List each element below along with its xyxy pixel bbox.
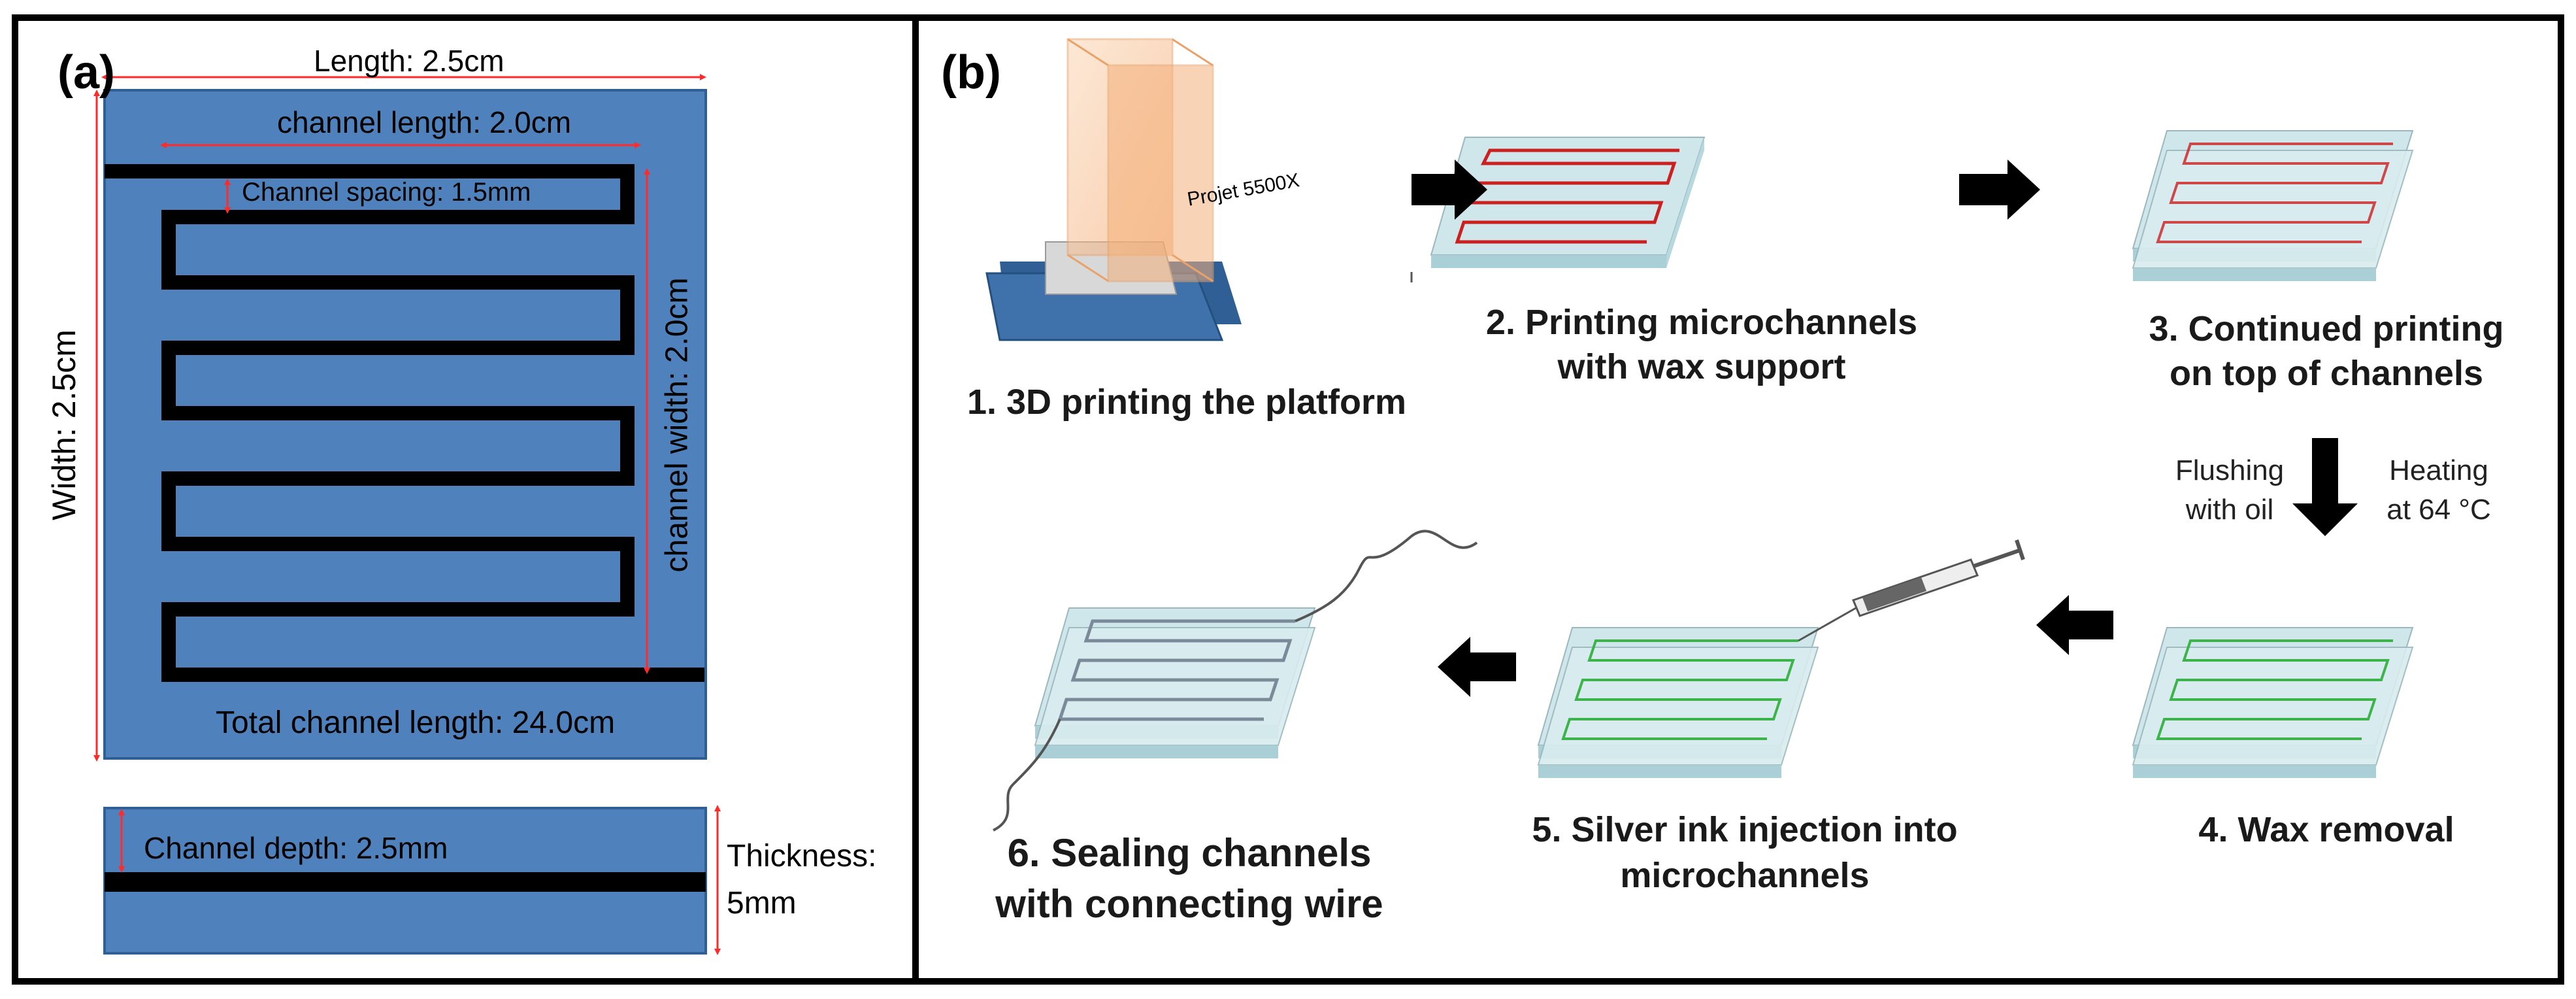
connecting-wire — [993, 719, 1061, 832]
step5-caption-line1: 5. Silver ink injection into — [1532, 810, 1958, 849]
slab-step4 — [2132, 627, 2414, 778]
width-label: Width: 2.5cm — [46, 330, 82, 520]
step5-caption-line2: microchannels — [1620, 856, 1870, 895]
panel-b-drawing — [985, 38, 2414, 832]
panel-b-label: (b) — [941, 46, 1001, 99]
slab-step3 — [2132, 130, 2414, 281]
slab-step6 — [993, 530, 1478, 832]
step2-caption-line1: 2. Printing microchannels — [1485, 303, 1918, 342]
heating-label-line1: Heating — [2389, 454, 2488, 486]
panel-a-label: (a) — [58, 46, 115, 99]
length-label: Length: 2.5cm — [314, 44, 504, 78]
arrow-step2-to-3 — [1959, 160, 2040, 220]
channel-spacing-label: Channel spacing: 1.5mm — [242, 178, 531, 207]
slab-step5 — [1537, 539, 2025, 778]
printer-illustration — [985, 38, 1242, 341]
connecting-wire — [1295, 530, 1478, 622]
channel-depth-label: Channel depth: 2.5mm — [144, 831, 448, 865]
thickness-label-line1: Thickness: — [727, 839, 877, 873]
flushing-label-line1: Flushing — [2175, 454, 2285, 486]
total-channel-length-label: Total channel length: 24.0cm — [216, 705, 616, 740]
channel-width-label: channel width: 2.0cm — [659, 277, 695, 573]
step4-caption: 4. Wax removal — [2198, 810, 2454, 849]
step6-caption-line1: 6. Sealing channels — [1007, 831, 1372, 875]
step1-caption: 1. 3D printing the platform — [966, 382, 1407, 422]
arrow-step1-to-2 — [1412, 160, 1487, 220]
cross-section-channel — [105, 872, 706, 892]
step2-caption-line2: with wax support — [1557, 347, 1846, 386]
serpentine-channel — [105, 164, 704, 682]
arrow-step5-to-6 — [1438, 637, 1516, 697]
arrow-step4-to-5 — [2036, 595, 2113, 655]
step3-caption-line2: on top of channels — [2170, 354, 2483, 393]
step6-caption-line2: with connecting wire — [995, 882, 1383, 926]
thickness-label-line2: 5mm — [727, 886, 797, 921]
syringe-icon — [1798, 539, 2025, 642]
flushing-label-line2: with oil — [2185, 494, 2274, 526]
arrow-step3-to-4 — [2292, 438, 2358, 536]
channel-length-label: channel length: 2.0cm — [277, 105, 572, 139]
step3-caption-line1: 3. Continued printing — [2149, 309, 2504, 348]
panel-a-drawing — [93, 74, 721, 955]
heating-label-line2: at 64 °C — [2386, 494, 2491, 526]
device-top-view — [103, 89, 707, 760]
